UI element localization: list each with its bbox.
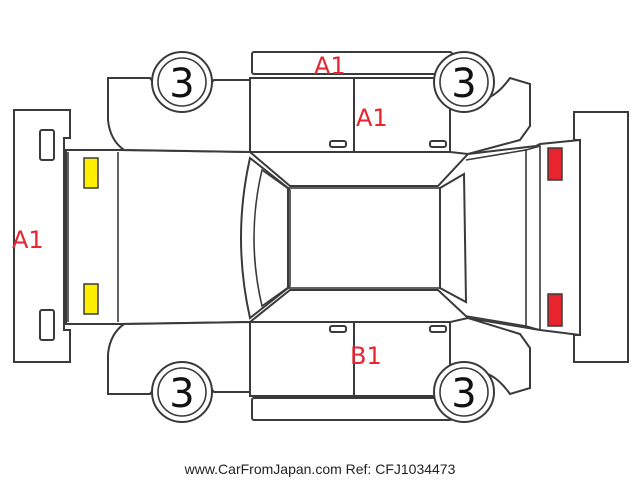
wheel-front-right: 3: [151, 361, 213, 423]
wheel-rear-right-code: 3: [451, 371, 476, 417]
wheel-rear-left: 3: [433, 51, 495, 113]
watermark-text: www.CarFromJapan.com Ref: CFJ1034473: [184, 461, 456, 477]
taillamp-upper: [547, 147, 563, 181]
lower-door-damage-code: B1: [350, 342, 382, 370]
car-body-top-view: [65, 138, 581, 337]
right-side-profile: [107, 316, 531, 421]
wheel-front-left-code: 3: [169, 61, 194, 107]
front-bumper-damage-code: A1: [12, 226, 44, 254]
rear-bumper: [573, 111, 629, 363]
front-bumper: [13, 109, 71, 363]
left-side-profile: [107, 51, 531, 156]
wheel-rear-right: 3: [433, 361, 495, 423]
wheel-rear-left-code: 3: [451, 61, 476, 107]
headlamp-lower: [83, 283, 99, 315]
wheel-front-left: 3: [151, 51, 213, 113]
wheel-front-right-code: 3: [169, 371, 194, 417]
upper-door-damage-code: A1: [356, 104, 388, 132]
taillamp-lower: [547, 293, 563, 327]
headlamp-upper: [83, 157, 99, 189]
roof-top-damage-code: A1: [314, 52, 346, 80]
